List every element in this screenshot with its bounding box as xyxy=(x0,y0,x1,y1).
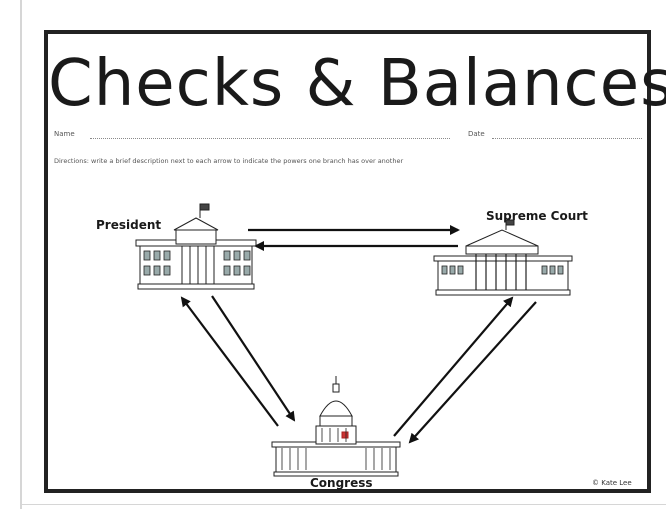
arrow-president-to-congress xyxy=(211,295,296,422)
name-label: Name xyxy=(54,130,75,138)
page-left-rule xyxy=(20,0,22,509)
name-line xyxy=(90,138,450,139)
arrow-congress-to-court xyxy=(393,296,514,437)
capitol-building-icon xyxy=(271,376,401,477)
date-label: Date xyxy=(468,130,485,138)
congress-label: Congress xyxy=(310,476,373,490)
supreme-court-building-icon xyxy=(433,219,573,296)
worksheet-frame: Checks & Balances Name Date Directions: … xyxy=(44,30,666,493)
arrow-congress-to-president xyxy=(180,296,279,427)
date-line xyxy=(492,138,642,139)
white-house-icon xyxy=(135,203,257,290)
credit-text: © Kate Lee xyxy=(592,479,632,487)
president-label: President xyxy=(96,218,162,232)
page-bottom-rule xyxy=(20,504,666,505)
arrow-court-to-congress xyxy=(408,301,537,444)
diagram-art xyxy=(135,203,573,477)
directions-text: Directions: write a brief description ne… xyxy=(54,157,404,165)
worksheet-title: Checks & Balances xyxy=(48,47,666,121)
